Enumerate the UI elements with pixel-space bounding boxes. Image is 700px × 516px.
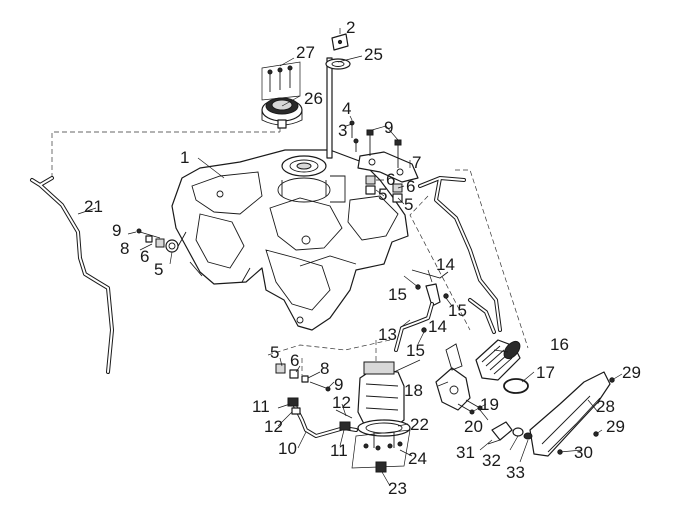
part-12-line-clip	[291, 407, 353, 419]
callout-16: 16	[550, 335, 569, 354]
callout-31: 31	[456, 443, 475, 462]
callout-14-b: 14	[428, 317, 447, 336]
part-29-cover-screws	[593, 377, 615, 437]
callout-9-lower: 9	[334, 375, 343, 394]
part-16-breather-hose	[418, 176, 502, 334]
callout-30: 30	[574, 443, 593, 462]
callout-18: 18	[404, 381, 423, 400]
part-16-canister	[475, 339, 521, 381]
callout-11-b: 11	[330, 441, 348, 460]
callout-21: 21	[84, 197, 103, 216]
callout-20: 20	[464, 417, 483, 436]
callout-5-upper-b: 5	[404, 195, 413, 214]
part-23-pump-connector	[375, 461, 387, 473]
callout-27: 27	[296, 43, 315, 62]
callout-5-upper-a: 5	[378, 185, 387, 204]
callout-24: 24	[408, 449, 427, 468]
callout-11-a: 11	[252, 397, 270, 416]
callout-5-lower: 5	[270, 343, 279, 362]
part-18-pump-bracket	[435, 343, 471, 411]
assembly-dashed-lines	[51, 118, 529, 375]
part-31-small-bracket	[487, 421, 513, 445]
part-2-top-bracket	[331, 33, 349, 51]
callout-8-left: 8	[120, 239, 129, 258]
callout-29-b: 29	[606, 417, 625, 436]
part-7-mount-bracket	[357, 151, 419, 183]
part-11-line-clamps	[287, 397, 351, 431]
callout-9-upper: 9	[384, 118, 393, 137]
callout-17: 17	[536, 363, 555, 382]
callout-6-left: 6	[140, 247, 149, 266]
callout-6-upper-a: 6	[386, 170, 395, 189]
part-27-cap-screws	[261, 61, 301, 101]
part-6-rubber-grommets-upper	[365, 175, 403, 193]
callout-12-a: 12	[332, 393, 351, 412]
callout-29-a: 29	[622, 363, 641, 382]
callout-1: 1	[180, 148, 189, 167]
callout-15-b: 15	[448, 301, 467, 320]
part-9-bolts-upper	[366, 129, 402, 168]
callout-5-left: 5	[154, 260, 163, 279]
part-25-support-rod	[325, 57, 351, 159]
callout-12-b: 12	[264, 417, 283, 436]
callout-22: 22	[410, 415, 429, 434]
callout-25: 25	[364, 45, 383, 64]
part-3-4-small-screws	[349, 120, 359, 152]
part-left-mount-group	[136, 228, 179, 253]
part-1-fuel-tank	[171, 149, 409, 331]
callout-33: 33	[506, 463, 525, 482]
callout-19: 19	[480, 395, 499, 414]
callout-23: 23	[388, 479, 407, 498]
callout-6-lower: 6	[290, 351, 299, 370]
callout-3: 3	[338, 121, 347, 140]
callout-7: 7	[412, 153, 421, 172]
callout-15-c: 15	[406, 341, 425, 360]
part-26-fuel-cap	[261, 97, 303, 129]
part-24-pump-screws	[351, 429, 411, 469]
callout-14: 14	[436, 255, 455, 274]
callout-leaders	[77, 28, 623, 487]
part-21-drain-tube	[30, 176, 114, 374]
part-17-o-ring	[503, 378, 529, 394]
callout-13: 13	[378, 325, 397, 344]
part-5-collars-upper	[365, 185, 403, 203]
callout-28: 28	[596, 397, 615, 416]
callout-10: 10	[278, 439, 297, 458]
callout-9-left: 9	[112, 221, 121, 240]
callout-32: 32	[482, 451, 501, 470]
callout-8-lower: 8	[320, 359, 329, 378]
callout-15-a: 15	[388, 285, 407, 304]
callout-4: 4	[342, 99, 351, 118]
part-28-side-cover	[529, 371, 611, 457]
callout-6-upper-b: 6	[406, 177, 415, 196]
callout-2: 2	[346, 18, 355, 37]
callout-labels: 1 2 25 27 26 4 3 9 7 6 6 5 5 21 9 8 6 5 …	[84, 18, 641, 498]
part-14-valve	[394, 269, 449, 352]
part-lower-mount-group	[275, 363, 331, 392]
callout-26: 26	[304, 89, 323, 108]
part-32-33-washer-nut	[512, 427, 533, 440]
part-22-fuel-pump	[357, 361, 411, 448]
